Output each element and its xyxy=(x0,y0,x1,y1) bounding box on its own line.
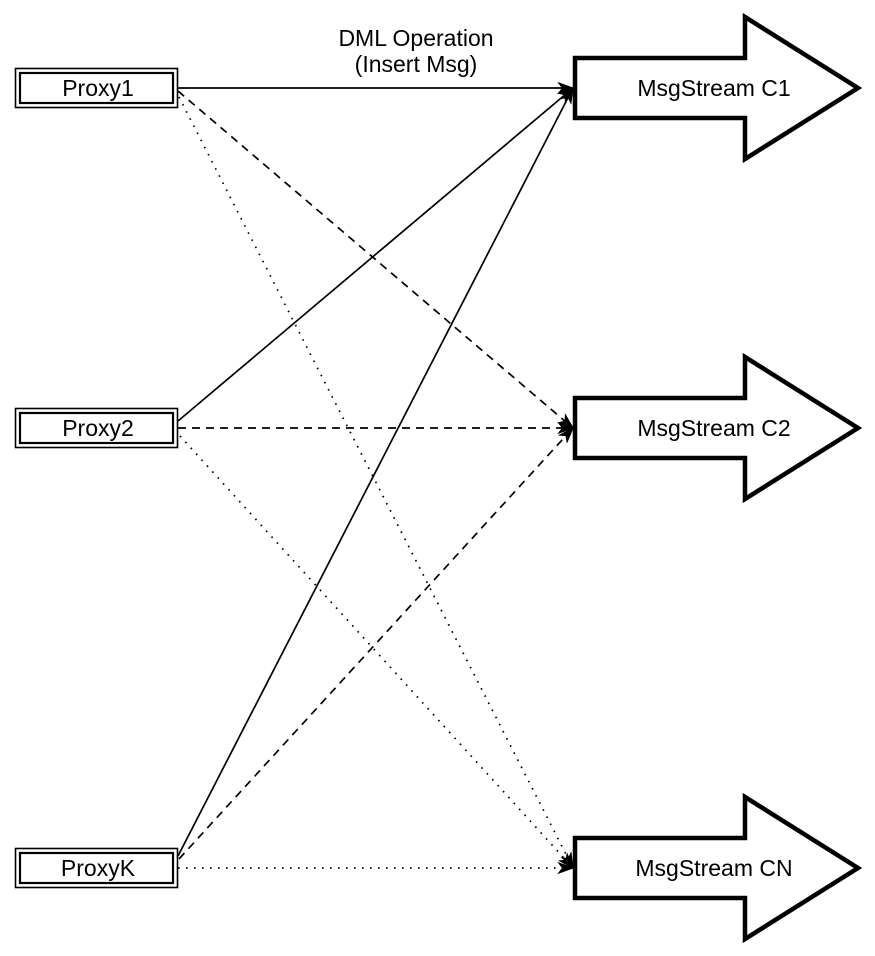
edge-label-dml-operation: DML Operation (Insert Msg) xyxy=(338,25,493,77)
edge-proxy2-msgstream-c1 xyxy=(177,88,573,422)
edge-proxyk-msgstream-c2 xyxy=(178,428,573,860)
proxy2-label: Proxy2 xyxy=(62,415,134,441)
edge-proxy2-msgstream-cn xyxy=(179,435,573,868)
node-msgstream-c1: MsgStream C1 xyxy=(572,12,863,164)
node-proxy1: Proxy1 xyxy=(14,67,179,109)
msgstream-c1-label: MsgStream C1 xyxy=(637,75,790,101)
node-msgstream-c2: MsgStream C2 xyxy=(572,352,863,504)
node-proxyk: ProxyK xyxy=(14,847,179,889)
edge-proxy1-msgstream-c2 xyxy=(177,90,573,428)
edge-proxyk-msgstream-c1 xyxy=(177,88,574,857)
proxy1-label: Proxy1 xyxy=(62,75,134,101)
node-proxy2: Proxy2 xyxy=(14,407,179,449)
node-msgstream-cn: MsgStream CN xyxy=(572,792,863,944)
edge-proxy1-msgstream-cn xyxy=(178,96,574,868)
msgstream-c2-label: MsgStream C2 xyxy=(637,415,790,441)
msgstream-cn-label: MsgStream CN xyxy=(635,855,792,881)
edge-label-line2: (Insert Msg) xyxy=(355,51,478,77)
proxyk-label: ProxyK xyxy=(61,855,136,881)
msgstream-c2-arrow-shape xyxy=(572,352,863,504)
proxy1-box-inner xyxy=(18,71,175,105)
proxyk-box-inner xyxy=(18,851,175,885)
msgstream-cn-arrow-shape xyxy=(572,792,863,944)
proxy2-box-inner xyxy=(18,411,175,445)
msgstream-c1-arrow-shape xyxy=(572,12,863,164)
edge-label-line1: DML Operation xyxy=(338,25,493,51)
